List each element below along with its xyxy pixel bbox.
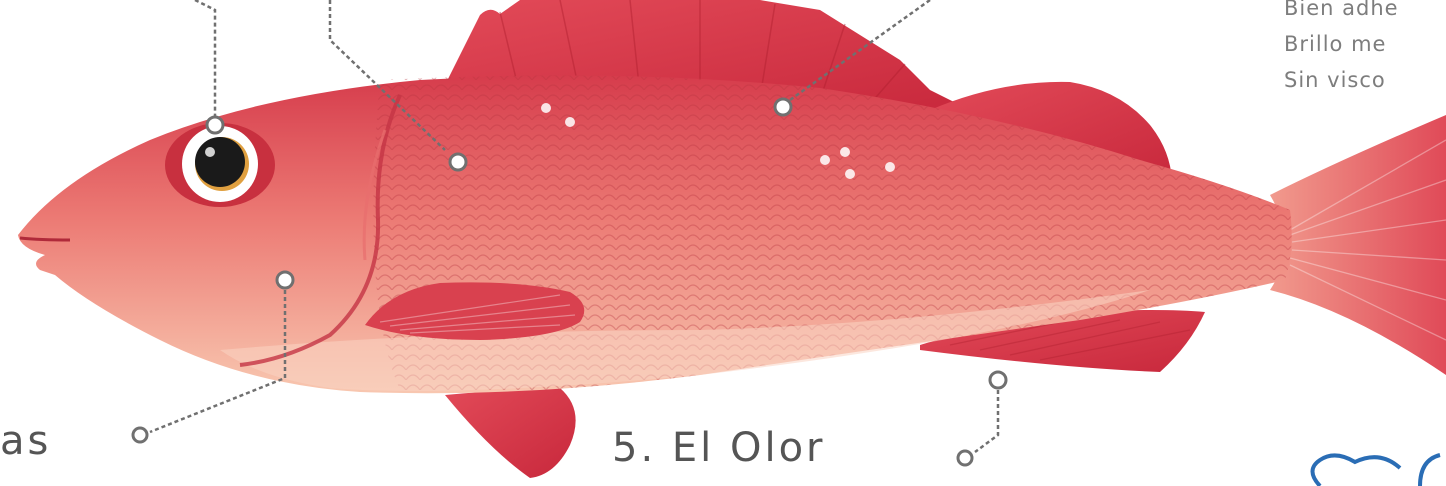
note-line-3: Sin visco: [1284, 64, 1386, 96]
note-line-1: Bien adhe: [1284, 0, 1399, 24]
gills-label: as: [0, 418, 51, 464]
smell-label: 5. El Olor: [612, 425, 826, 471]
pelvic-fin: [445, 388, 576, 478]
logo-icon: [1313, 455, 1441, 486]
eye-icon: [165, 123, 275, 207]
tail-fin: [1270, 115, 1446, 375]
note-line-2: Brillo me: [1284, 28, 1386, 60]
